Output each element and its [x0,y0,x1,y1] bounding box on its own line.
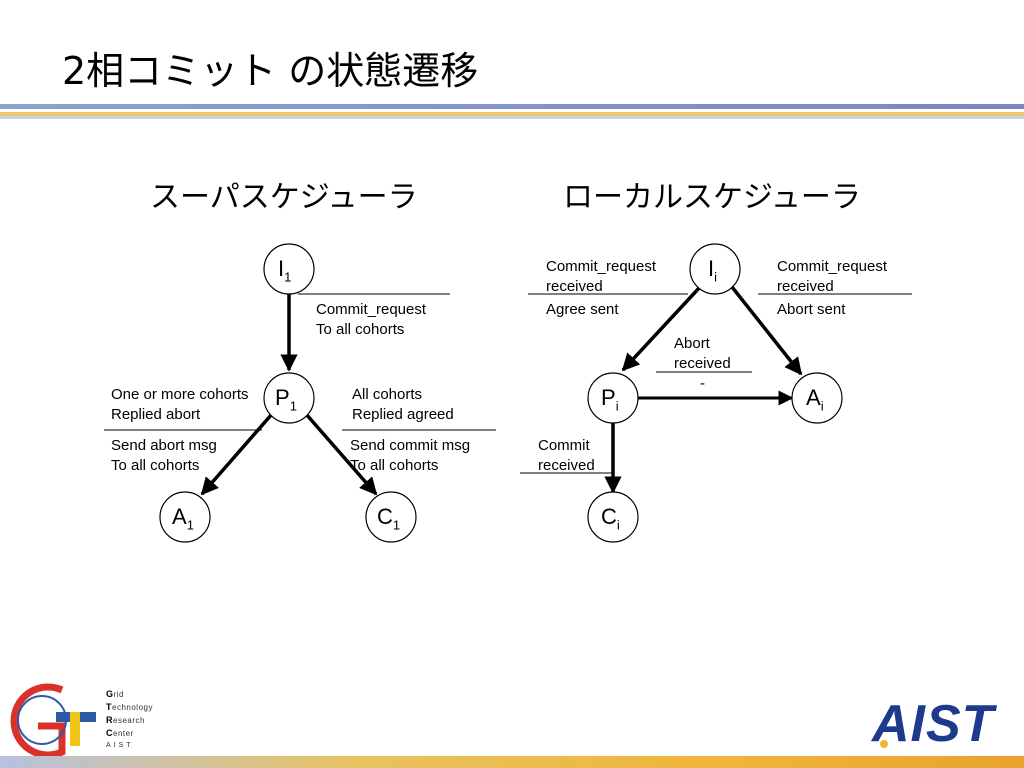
left-state-c-label: C1 [377,504,401,533]
aist-logo: AIST [872,695,995,753]
left-states [159,243,417,543]
right-transitions [520,285,912,494]
right-state-c [587,491,639,543]
title-divider-blue [0,104,1024,109]
right-arrow-i-to-p [621,285,702,372]
left-state-a-label: A1 [172,504,194,533]
right-state-i-label: Ii [708,256,718,285]
title-divider-gold [0,112,1024,116]
left-p-to-c-condition: All cohorts Replied agreed [352,386,454,423]
left-state-p [263,372,315,424]
slide-title: 2相コミット の状態遷移 [62,49,479,93]
right-state-p [587,372,639,424]
footer-bar [0,756,1024,768]
right-p-to-a-action: - [700,375,705,392]
right-state-p-label: Pi [601,385,619,414]
right-state-c-label: Ci [601,504,620,533]
right-i-to-a-action: Abort sent [777,301,846,318]
left-transitions [104,293,496,496]
left-p-to-a-condition: One or more cohorts Replied abort [111,386,249,423]
left-state-i [263,243,315,295]
grid-logo-graphic [10,683,96,759]
left-state-a [159,491,211,543]
right-i-to-p-action: Agree sent [546,301,619,318]
left-heading: スーパスケジューラ [150,180,418,215]
aist-dot-icon [880,740,888,748]
left-i-to-p-action: Commit_request To all cohorts [316,301,427,338]
right-i-to-p-condition: Commit_request received [546,258,657,295]
left-state-i-label: I1 [278,256,292,285]
left-p-to-a-action: Send abort msg To all cohorts [111,437,217,474]
right-i-to-a-condition: Commit_request received [777,258,888,295]
right-state-i [689,243,741,295]
grid-logo-text: Grid Technology Research Center AIST [106,689,153,749]
left-arrow-p-to-c [304,412,378,496]
left-state-c [365,491,417,543]
right-p-to-a-condition: Abort received [674,335,731,372]
right-state-a-label: Ai [806,385,824,414]
right-p-to-c-condition: Commit received [538,437,595,474]
left-p-to-c-action: Send commit msg To all cohorts [350,437,471,474]
right-states [587,243,843,543]
left-state-p-label: P1 [275,385,297,414]
left-arrow-p-to-a [200,412,274,496]
right-state-a [791,372,843,424]
title-divider-light [0,116,1024,119]
right-heading: ローカルスケジューラ [563,180,861,215]
right-arrow-i-to-a [730,285,803,376]
